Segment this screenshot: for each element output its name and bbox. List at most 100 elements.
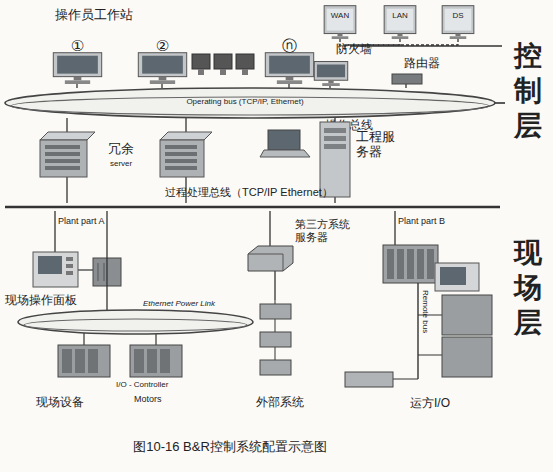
monitor-screen <box>317 65 345 78</box>
server-chassis <box>248 246 293 271</box>
node-label: DS <box>440 11 476 20</box>
bus-connector <box>185 118 186 132</box>
remote-io <box>442 295 492 335</box>
device-shape <box>160 132 212 177</box>
node-label: 第三方系统服务器 <box>295 218 357 243</box>
rack-module <box>427 249 434 279</box>
annotation-label: I/O - Controller <box>116 380 196 389</box>
monitor-bezel <box>265 53 313 77</box>
monitor-bezel <box>53 53 101 77</box>
device-node: WAN <box>322 5 358 39</box>
monitor-stand <box>337 34 342 37</box>
remote-device <box>345 372 393 387</box>
node-label: 防火墙 <box>336 43 386 57</box>
controller-module <box>75 349 85 373</box>
panel-key <box>66 257 73 261</box>
annotation-label: Motors <box>134 394 184 404</box>
rack-module <box>387 249 394 279</box>
device-node: 第三方系统服务器 <box>248 246 293 271</box>
rack-module <box>417 249 424 279</box>
annotation-label: Plant part A <box>58 216 128 226</box>
device-node: 运方I/O <box>380 245 495 390</box>
device-node: 过程处理总线（TCP/IP Ethernet） <box>5 203 500 211</box>
chassis-edge <box>283 254 284 271</box>
remote-io <box>442 337 492 377</box>
drive-slot <box>324 136 346 141</box>
controller-module <box>147 349 157 373</box>
node-label: 过程处理总线（TCP/IP Ethernet） <box>165 186 380 199</box>
monitor-stand <box>220 69 226 75</box>
external-device <box>260 360 291 375</box>
bus-connector <box>161 84 162 88</box>
node-label: ② <box>135 37 190 54</box>
drive-slot <box>324 128 346 133</box>
remote-wire <box>393 379 418 380</box>
server-slot <box>45 145 80 149</box>
node-label: LAN <box>382 11 418 20</box>
device-shape <box>322 5 358 39</box>
controller-module <box>160 349 170 373</box>
device-shape <box>5 203 500 211</box>
bus-extension <box>495 102 505 104</box>
io-controller <box>58 345 110 377</box>
monitor-stand <box>74 77 82 81</box>
bus-connector <box>329 86 330 88</box>
server-top <box>160 132 212 140</box>
device-node: ② <box>135 38 190 84</box>
figure-caption: 图10-16 B&R控制系统配置示意图 <box>60 440 400 455</box>
server-body <box>40 140 87 177</box>
laptop-base <box>260 150 310 157</box>
tower-case <box>320 122 350 197</box>
remote-wire <box>418 355 442 356</box>
remote-screen <box>440 267 466 285</box>
bus-connector <box>405 84 406 88</box>
device-shape <box>382 5 418 39</box>
chassis-edge <box>248 254 283 255</box>
io-controller <box>130 345 182 377</box>
monitor-base <box>65 80 90 84</box>
remote-panel <box>435 263 479 291</box>
device-shape <box>248 246 293 271</box>
server-top <box>40 132 95 140</box>
server-slot <box>45 152 80 156</box>
annotation-label: 操作员工作站 <box>55 8 165 23</box>
device-node: 冗余 <box>40 132 95 177</box>
device-shape <box>392 74 422 84</box>
small-monitor <box>236 54 254 69</box>
annotation-label: 控制层 <box>512 38 544 143</box>
annotation-label: 现场设备 <box>36 396 96 410</box>
panel-screen <box>38 256 62 274</box>
monitor-base <box>150 80 175 84</box>
bus-connector <box>269 211 270 246</box>
server-slot <box>165 145 197 149</box>
monitor-stand <box>198 69 204 75</box>
server-slot <box>165 166 197 170</box>
external-device <box>260 332 291 347</box>
node-label: ① <box>50 37 105 54</box>
controller-module <box>88 349 98 373</box>
bus-connector <box>76 84 77 88</box>
bus-connector <box>274 271 275 300</box>
node-label: 运方I/O <box>410 397 480 411</box>
device-node: LAN <box>382 5 418 39</box>
node-label: 冗余 <box>108 142 148 157</box>
remote-bus-line <box>417 283 418 379</box>
monitor-stand <box>286 77 294 81</box>
device-node: DS <box>440 5 476 39</box>
device-shape <box>380 245 495 390</box>
server-slot <box>45 159 80 163</box>
device-node: ① <box>50 38 105 84</box>
server-slot <box>165 152 197 156</box>
monitor-stand <box>159 77 167 81</box>
node-label: server <box>110 159 150 168</box>
bus-ring <box>18 310 253 334</box>
bus-connector <box>66 177 67 203</box>
module-line <box>98 263 99 281</box>
monitor-base <box>277 80 302 84</box>
monitor-bezel <box>314 62 347 81</box>
monitor-stand <box>328 80 333 83</box>
router-box <box>392 74 422 84</box>
device-shape <box>268 122 352 197</box>
bus-connector <box>106 211 107 310</box>
